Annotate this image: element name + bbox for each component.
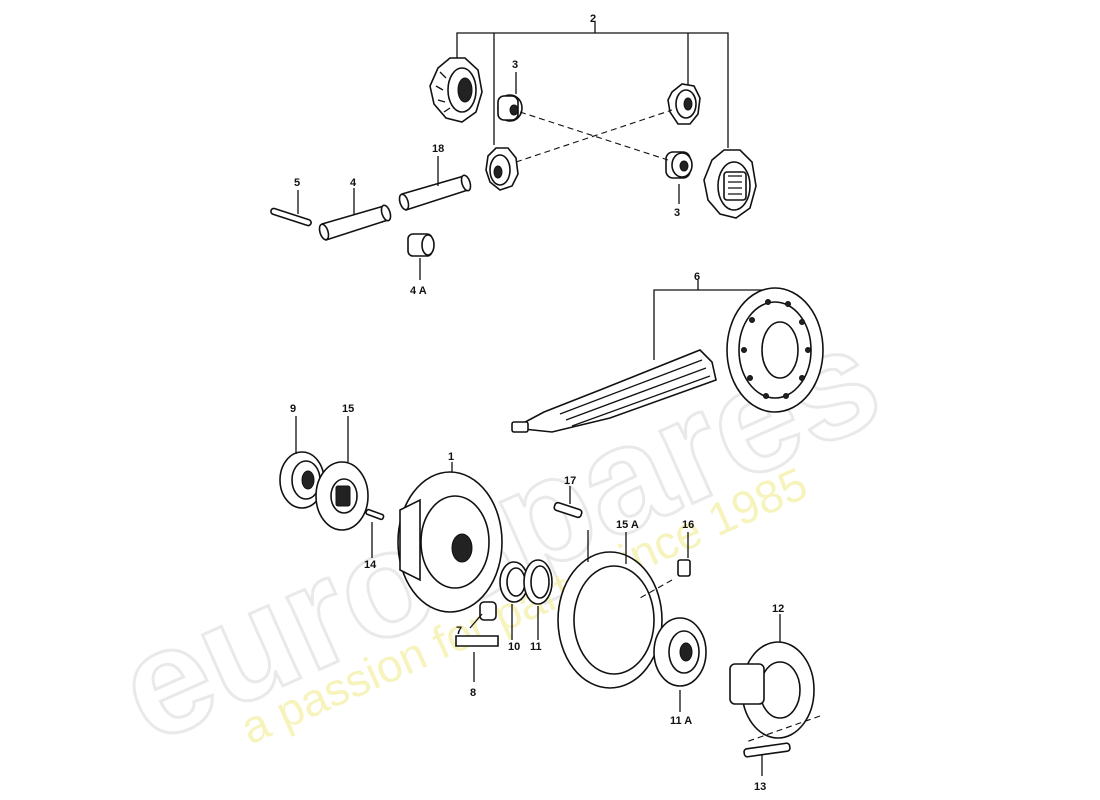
differential-housing-1	[397, 471, 503, 613]
callout-11a: 11 A	[670, 715, 692, 727]
callout-10: 11	[530, 641, 542, 653]
callout-9: 10	[508, 641, 520, 653]
callout-5: 5	[294, 177, 300, 189]
side-gear-right	[703, 149, 757, 219]
ring-gear-6	[726, 287, 824, 413]
callout-15: 15	[342, 403, 354, 415]
callout-2: 2	[590, 13, 596, 25]
callout-1: 1	[448, 451, 454, 463]
callout-4a: 4 A	[410, 285, 427, 297]
callout-11: 9	[290, 403, 296, 415]
small-gear-4a	[407, 233, 435, 257]
callout-16: 16	[682, 519, 694, 531]
bolt-13	[743, 742, 791, 758]
pinion-shaft-6	[511, 349, 717, 433]
shaft-4	[318, 204, 392, 242]
plate-15	[315, 461, 369, 531]
callout-6: 6	[694, 271, 700, 283]
callout-3-upper: 3	[512, 59, 518, 71]
side-gear-left	[429, 57, 483, 123]
thrust-washer-upper	[497, 94, 523, 122]
pinion-gear-upper	[667, 83, 701, 125]
callout-13: 13	[754, 781, 766, 793]
flange-12	[729, 641, 815, 739]
bearing-11a	[653, 617, 707, 687]
ring-10	[523, 559, 553, 605]
shaft-18	[398, 174, 472, 212]
thrust-washer-lower	[665, 151, 693, 179]
callouts: 2 3 3 18 5 4 4 A 6 9 15 1 17 15 A 16 14 …	[290, 13, 784, 793]
pin-5	[270, 207, 312, 227]
clip-16	[677, 559, 691, 577]
bracket-2	[456, 22, 729, 148]
callout-3-lower: 3	[674, 207, 680, 219]
callout-4: 4	[350, 177, 357, 189]
callout-12: 12	[772, 603, 784, 615]
pinion-gear-lower	[485, 147, 519, 191]
cover-15a	[557, 551, 663, 689]
bracket-6	[653, 280, 764, 360]
clip-8	[455, 635, 499, 647]
callout-18: 18	[432, 143, 444, 155]
callout-15a: 15 A	[616, 519, 639, 531]
pin-14	[365, 508, 385, 521]
callout-8: 8	[470, 687, 476, 699]
plug-7	[479, 601, 497, 621]
callout-7: 7	[456, 625, 462, 637]
bolt-17	[553, 501, 583, 519]
callout-14: 14	[364, 559, 377, 571]
washer-9	[499, 561, 529, 603]
callout-17: 17	[564, 475, 576, 487]
